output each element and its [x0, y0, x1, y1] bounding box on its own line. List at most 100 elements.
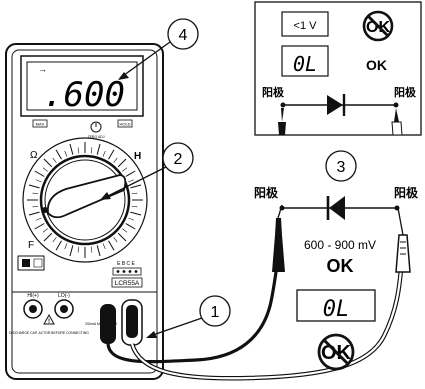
dial-tick — [69, 245, 74, 257]
dial-tick — [117, 232, 127, 242]
dial-ticks — [27, 142, 143, 258]
lcd-display: → .600 — [20, 55, 144, 117]
dial-tick — [130, 184, 142, 189]
dial-tick — [117, 158, 127, 168]
dial-tick — [34, 223, 45, 230]
dial-tick — [96, 245, 101, 257]
max-button[interactable] — [32, 119, 48, 128]
max-button-label: MAX — [36, 122, 45, 127]
svg-text:!: ! — [48, 319, 50, 325]
inset-reading-box-2 — [281, 45, 329, 77]
inset-reading-2: 0L — [293, 52, 317, 76]
dial-tick — [64, 243, 68, 250]
dial-tick — [35, 217, 42, 221]
dial-tick — [90, 246, 93, 253]
dial-tick — [43, 158, 53, 168]
dial-pointer-dot — [42, 207, 48, 213]
dial-tick — [77, 246, 80, 253]
dial-tick — [32, 192, 39, 195]
lo-socket-label: LO(-) — [58, 293, 70, 299]
display-value: .600 — [43, 75, 125, 115]
hold-button[interactable] — [117, 119, 133, 128]
dial-tick — [122, 228, 128, 233]
dial-tick — [55, 240, 62, 251]
dial-tick — [28, 184, 40, 189]
inset-prohibit-icon: OK — [362, 10, 394, 42]
svg-text:4: 4 — [179, 27, 188, 44]
dial-tick — [43, 232, 53, 242]
dial-tick — [35, 179, 42, 183]
svg-text:2: 2 — [174, 151, 183, 168]
probe-plug-black — [100, 304, 116, 344]
callout-1: 1 — [146, 295, 231, 338]
probe-plug-red — [121, 299, 143, 346]
hi-socket-label: HI(+) — [27, 293, 39, 299]
prohibit-icon: OK — [317, 333, 355, 371]
callout-2: 2 — [100, 142, 194, 200]
dial-tick — [32, 205, 39, 208]
inset-anode-right: 阳极 — [394, 85, 417, 99]
inset-diode-icon — [280, 94, 399, 116]
ok-label: OK — [327, 256, 354, 276]
f-label: F — [28, 240, 34, 251]
dial-tick — [130, 211, 142, 216]
button-row: MAX ZERO ADJ HOLD — [32, 119, 133, 139]
inset-anode-left: 阳极 — [262, 85, 285, 99]
dial-tick — [52, 237, 57, 243]
dial-tick — [113, 237, 118, 243]
dial-tick — [108, 149, 115, 160]
dial-tick — [42, 228, 48, 233]
model-name: LCR55A — [115, 280, 140, 287]
diode-icon — [279, 196, 400, 220]
black-probe — [272, 204, 285, 272]
warning-icon — [43, 313, 55, 325]
dial-selector[interactable] — [46, 174, 127, 219]
inset-reading-1: <1 V — [294, 20, 318, 32]
callout-4: 4 — [118, 18, 199, 80]
dial-tick — [128, 217, 135, 221]
anode-label-right: 阳极 — [394, 185, 419, 200]
voltage-range-text: 600 - 900 mV — [304, 238, 376, 252]
multimeter: → .600 MAX ZERO ADJ HOLD Ω H F — [5, 43, 164, 380]
discharge-note: DISCHARGE CAP. ACTOR BEFORE CONNECTING — [9, 331, 89, 335]
svg-text:3: 3 — [337, 159, 346, 176]
dial-tick — [55, 149, 62, 160]
ohm-symbol: Ω — [30, 150, 38, 161]
anode-label-left: 阳极 — [254, 185, 279, 200]
dial-tick — [131, 205, 138, 208]
svg-text:1: 1 — [211, 304, 220, 321]
inset-ok-label: OK — [366, 57, 387, 73]
inset-panel: <1 V OK 0L OK 阳极 阳极 — [254, 1, 422, 136]
dial-tick — [34, 170, 45, 177]
h-label: H — [134, 151, 141, 162]
zero-adj-label: ZERO ADJ — [87, 135, 104, 139]
dial-tick — [90, 147, 93, 154]
inset-reading-box-1 — [281, 11, 329, 37]
red-probe — [395, 207, 411, 273]
reading-value: 0L — [323, 297, 350, 322]
dial-tick — [28, 211, 40, 216]
dial-tick — [125, 170, 136, 177]
dial-tick — [128, 179, 135, 183]
hold-button-label: HOLD — [119, 122, 130, 127]
rotary-dial[interactable] — [22, 137, 148, 263]
dial-tick — [69, 143, 74, 155]
dial-tick — [52, 157, 57, 163]
dial-tick — [108, 240, 115, 251]
dial-tick — [64, 150, 68, 157]
dial-tick — [125, 223, 136, 230]
transistor-socket[interactable] — [112, 267, 142, 276]
dial-tick — [77, 147, 80, 154]
dial-tick — [122, 167, 128, 172]
display-arrow: → — [38, 64, 47, 74]
dial-tick — [113, 157, 118, 163]
dial-tick — [102, 243, 106, 250]
transistor-socket-label: E B C E — [117, 261, 135, 267]
model-badge — [111, 277, 143, 288]
reading-box — [296, 289, 376, 322]
dial-tick — [42, 167, 48, 172]
callout-3: 3 — [325, 150, 357, 182]
dial-tick — [96, 143, 101, 155]
dial-tick — [131, 192, 138, 195]
